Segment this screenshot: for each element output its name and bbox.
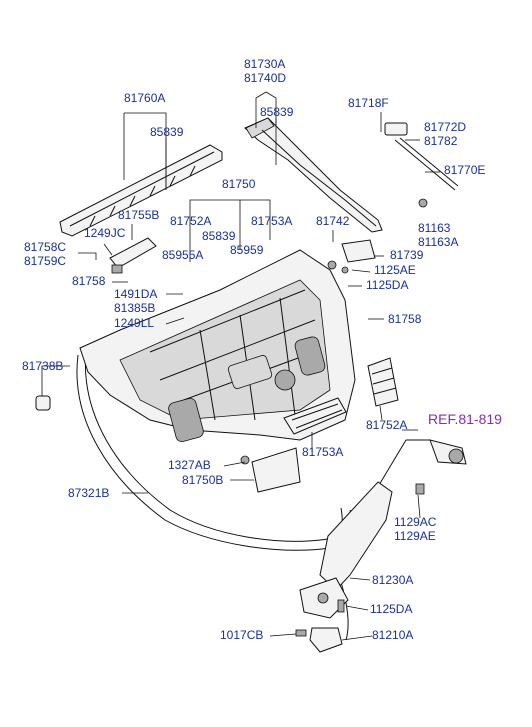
label-85955A: 85955A xyxy=(162,248,204,262)
pull-handle xyxy=(109,237,157,274)
label-87321B: 87321B xyxy=(68,486,110,500)
label-1125AE: 1125AE xyxy=(374,263,416,277)
label-81210A: 81210A xyxy=(372,628,414,642)
label-85839-top: 85839 xyxy=(150,125,184,139)
label-81742: 81742 xyxy=(316,214,350,228)
label-81753A-top: 81753A xyxy=(251,214,293,228)
leader-lines xyxy=(41,91,440,641)
label-81782: 81782 xyxy=(424,134,458,148)
tailgate-trim-panel xyxy=(79,249,356,442)
rubber-bumper xyxy=(35,395,51,411)
lock-actuator xyxy=(406,439,467,465)
label-1249JC: 1249JC xyxy=(84,226,126,240)
label-1249LL: 1249LL xyxy=(114,316,155,330)
label-81760A: 81760A xyxy=(124,91,166,105)
label-81753A-low: 81753A xyxy=(302,445,344,459)
label-81163A: 81163A xyxy=(418,235,459,249)
label-81758-right: 81758 xyxy=(388,312,422,326)
label-81163: 81163 xyxy=(418,221,451,235)
label-81738B: 81738B xyxy=(22,359,64,373)
label-81230A: 81230A xyxy=(372,573,414,587)
label-81752A-right: 81752A xyxy=(366,418,408,432)
label-85839-right: 85839 xyxy=(260,105,294,119)
upper-spoiler-trim xyxy=(59,144,223,237)
label-81750B: 81750B xyxy=(182,473,224,487)
hinge-bracket xyxy=(327,239,376,274)
label-85839-mid: 85839 xyxy=(202,229,236,243)
label-81758-left: 81758 xyxy=(72,274,106,288)
label-81385B: 81385B xyxy=(114,301,156,315)
label-81770E: 81770E xyxy=(444,163,486,177)
label-1017CB: 1017CB xyxy=(220,628,264,642)
lower-cover xyxy=(240,447,301,493)
label-1129AC: 1129AC xyxy=(394,515,437,529)
label-81755B: 81755B xyxy=(118,208,160,222)
right-trim-grille xyxy=(367,357,399,407)
rod-clip xyxy=(415,483,425,495)
label-81739: 81739 xyxy=(390,248,424,262)
label-1491DA: 1491DA xyxy=(114,287,158,301)
lower-trim-grille xyxy=(283,397,347,435)
label-1129AE: 1129AE xyxy=(394,529,436,543)
label-81758C: 81758C xyxy=(24,240,67,254)
label-81759C: 81759C xyxy=(24,254,67,268)
label-85959: 85959 xyxy=(230,243,264,257)
label-1125DA-low: 1125DA xyxy=(370,602,413,616)
latch-assembly xyxy=(299,439,407,619)
side-garnish xyxy=(244,117,383,233)
label-81718F: 81718F xyxy=(348,96,389,110)
outside-handle xyxy=(295,627,343,653)
label-81772D: 81772D xyxy=(424,120,467,134)
label-81740D: 81740D xyxy=(244,71,287,85)
label-81750: 81750 xyxy=(222,177,256,191)
reference-81-819: REF.81-819 xyxy=(428,411,502,427)
label-1125DA-top: 1125DA xyxy=(366,278,409,292)
label-1327AB: 1327AB xyxy=(168,458,211,472)
label-81752A-top: 81752A xyxy=(170,214,212,228)
label-81730A: 81730A xyxy=(244,57,286,71)
gas-lift-strut xyxy=(384,122,459,208)
